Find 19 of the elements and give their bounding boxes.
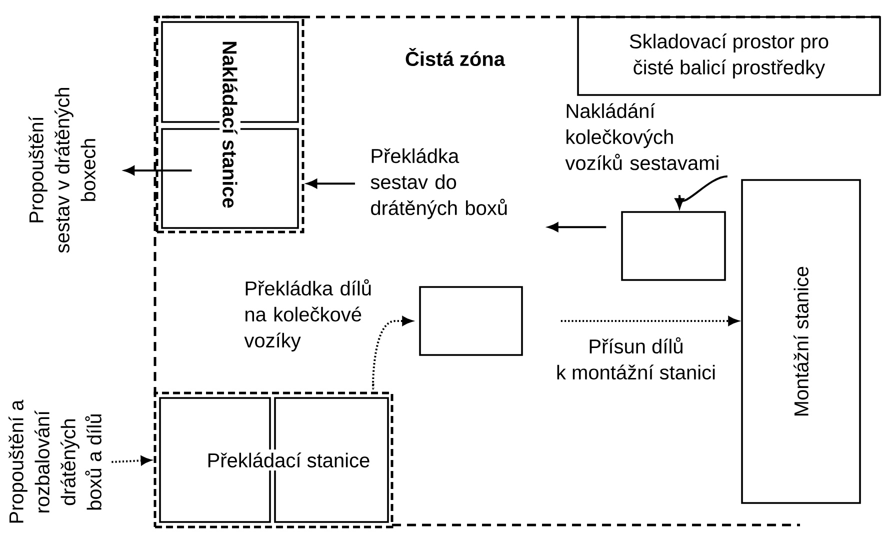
arrow <box>372 316 412 388</box>
step-label: Propouštění sestav v drátěných boxech <box>28 88 96 253</box>
storage-box: Skladovací prostor pro čisté balicí prostředky <box>577 16 881 96</box>
arrow <box>112 456 152 466</box>
edge-label: Překládka dílů na kolečkové vozíky <box>243 278 374 352</box>
station-drawing: Nakládací stanice <box>156 16 304 234</box>
arrow <box>674 175 728 208</box>
arrow <box>548 222 606 232</box>
step-label: Překládka sestav do drátěných boxů <box>370 148 507 220</box>
arrow <box>306 179 355 188</box>
edge-label: Přísun dílů k montážní stanici <box>550 336 722 381</box>
station-drawing: Překládací stanice <box>154 392 394 528</box>
station-box: Montážní stanice <box>741 179 861 504</box>
step-label: Nakládání kolečkových vozíků sestavami <box>565 103 718 170</box>
step-label: Propouštění a rozbalování drátěných boxů a dílů <box>8 400 102 523</box>
empty-box <box>419 286 523 356</box>
arrow <box>124 166 192 176</box>
arrow <box>560 316 738 326</box>
empty-box <box>621 211 726 281</box>
